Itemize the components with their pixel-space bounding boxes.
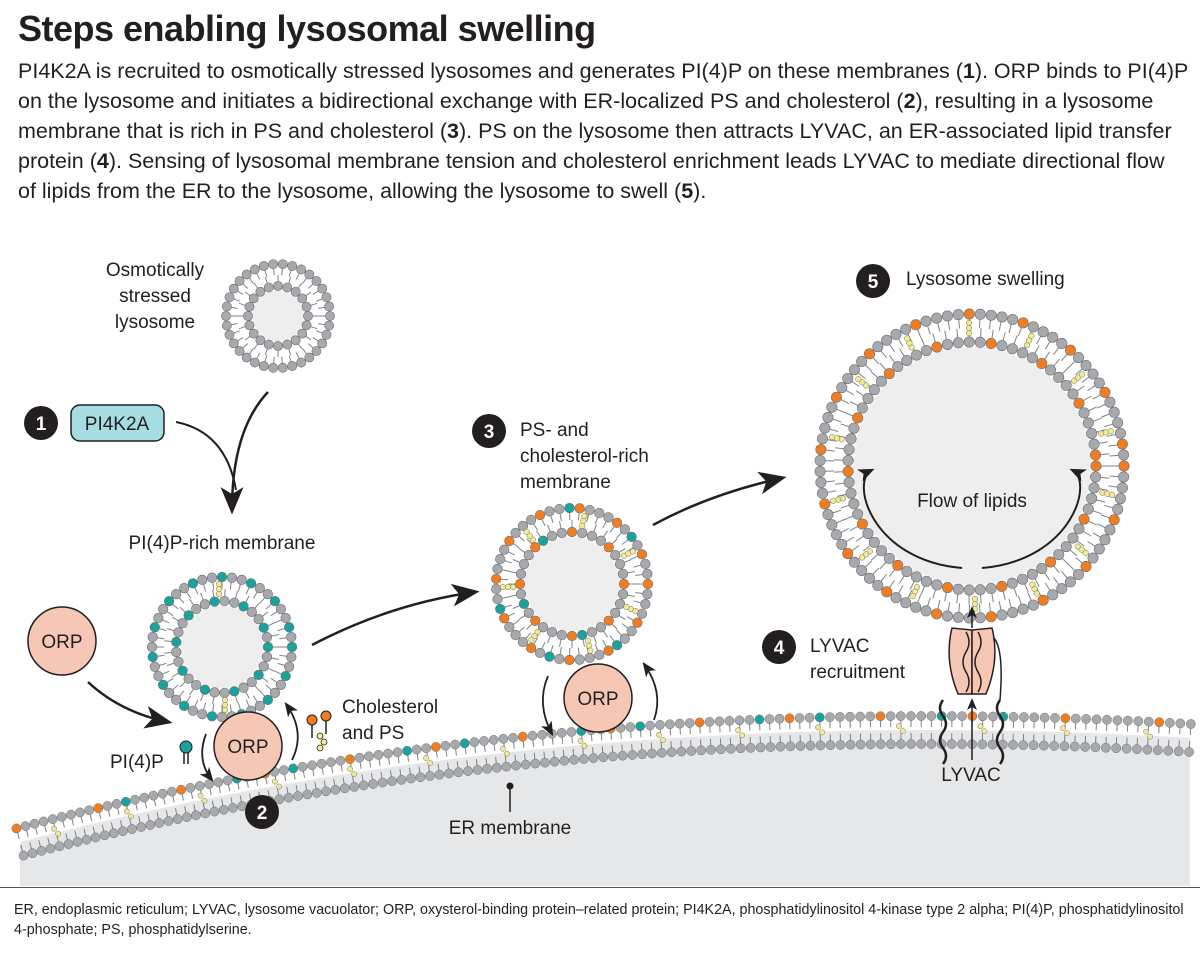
summary-step-number: 5 (681, 179, 694, 203)
er-membrane-label: ER membrane (449, 818, 572, 839)
figure-title: Steps enabling lysosomal swelling (18, 8, 596, 49)
chol-ps-label-line2: and PS (342, 723, 404, 744)
lyvac-recruitment-line1: LYVAC (810, 636, 870, 657)
summary-step-number: 3 (447, 119, 459, 143)
exchange-arrow-down-2 (541, 675, 554, 737)
summary-text: ). ORP binds to PI(4)P on the lysosome a… (18, 59, 1188, 113)
svg-text:5: 5 (868, 272, 879, 293)
svg-text:4: 4 (774, 638, 785, 659)
summary-step-number: 1 (962, 59, 975, 83)
orp-free (27, 606, 97, 676)
summary-text: ). (693, 179, 707, 203)
footnote: ER, endoplasmic reticulum; LYVAC, lysoso… (14, 902, 1184, 938)
summary-step-number: 2 (903, 89, 916, 113)
pi4p-rich-lysosome (146, 571, 298, 723)
summary-text: PI4K2A is recruited to osmotically stres… (18, 59, 963, 83)
swelling-label: Lysosome swelling (906, 269, 1065, 290)
lyvac-recruitment-line2: recruitment (810, 662, 906, 683)
orp-step3 (563, 663, 633, 733)
arrow-stressed-to-pi4p (220, 391, 269, 515)
step-badge-2: 2 (245, 795, 279, 829)
summary-text: ), resulting in a lysosome membrane that… (18, 89, 1154, 143)
exchange-arrow-up-2 (642, 662, 659, 721)
stressed-label-line3: lysosome (115, 312, 195, 333)
arrow-ps-to-swelling (652, 471, 787, 527)
orp-step2 (213, 711, 283, 781)
er-pointer-dot (506, 782, 514, 790)
lyvac-label: LYVAC (941, 765, 1001, 786)
cholesterol-ps-icon (306, 710, 332, 752)
stressed-label-line2: stressed (119, 286, 191, 307)
flow-arrow-left (857, 468, 963, 569)
svg-text:3: 3 (484, 422, 495, 443)
er-lipid-bilayer (11, 711, 1196, 861)
pi4k2a-label: PI4K2A (85, 414, 150, 435)
er-lumen (20, 729, 1190, 886)
ps-rich-label-line2: cholesterol-rich (520, 446, 649, 467)
orp-step3-label: ORP (577, 689, 618, 710)
ps-cholesterol-rich-lysosome (491, 502, 654, 666)
pi4k2a-protein (70, 404, 165, 442)
arrow-pi4p-to-ps (311, 583, 480, 647)
stressed-lysosome (221, 259, 335, 373)
flow-label: Flow of lipids (917, 491, 1027, 512)
pi4p-lipid-icon (179, 740, 193, 764)
footnote-divider (0, 887, 1200, 888)
summary-step-number: 4 (96, 149, 109, 173)
stressed-label-line1: Osmotically (106, 260, 205, 281)
flow-arrow-right (981, 468, 1087, 569)
orp-free-label: ORP (41, 632, 82, 653)
exchange-arrow-up (284, 702, 299, 761)
svg-text:2: 2 (257, 803, 268, 824)
swollen-lysosome (814, 308, 1130, 624)
lyvac-protein (938, 606, 1005, 765)
er-membrane (11, 711, 1196, 886)
chol-ps-label-line1: Cholesterol (342, 697, 438, 718)
exchange-arrow-down (199, 733, 214, 782)
pi4p-label: PI(4)P (110, 752, 164, 773)
step-badge-5: 5 (856, 264, 890, 298)
summary-text: ). PS on the lysosome then attracts LYVA… (18, 119, 1172, 173)
pi4p-membrane-label: PI(4)P-rich membrane (129, 533, 316, 554)
figure-summary: PI4K2A is recruited to osmotically stres… (18, 56, 1188, 206)
step-badge-3: 3 (472, 414, 506, 448)
orp-step2-label: ORP (227, 737, 268, 758)
ps-rich-label-line3: membrane (520, 472, 611, 493)
step-badge-4: 4 (762, 630, 796, 664)
summary-text: ). Sensing of lysosomal membrane tension… (18, 149, 1165, 203)
arrow-orp-to-membrane (87, 681, 173, 729)
ps-rich-label-line1: PS- and (520, 420, 589, 441)
arrow-pi4k2a-curve (175, 421, 237, 491)
svg-text:1: 1 (36, 414, 47, 435)
step-badge-1: 1 (24, 406, 58, 440)
